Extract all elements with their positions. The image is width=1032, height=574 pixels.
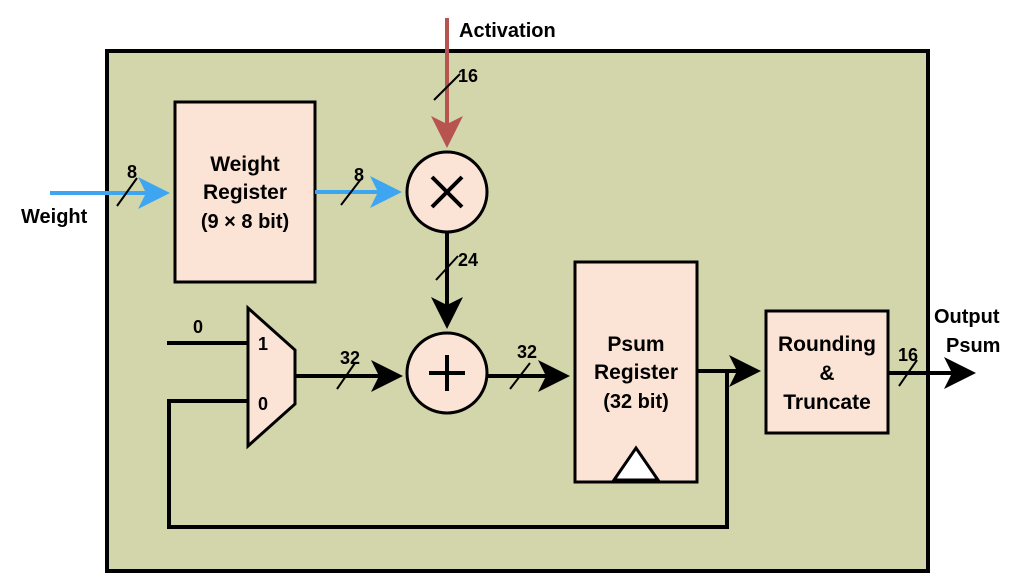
psum-register-line1: Psum — [607, 333, 664, 356]
weight-to-mult-bus-slash — [340, 178, 362, 206]
activation-label: Activation — [459, 20, 556, 42]
mult-to-add-bus-slash — [435, 255, 459, 281]
rounding-truncate-box — [764, 309, 890, 435]
weight-register-line1: Weight — [210, 153, 280, 176]
mult-out-width-label: 24 — [458, 250, 478, 270]
psum-register-line3: (32 bit) — [603, 391, 669, 413]
multiply-x-stroke-b — [430, 175, 464, 209]
clock-triangle-icon — [611, 445, 661, 482]
adder-out-width-label: 32 — [517, 342, 537, 362]
activation-width-label: 16 — [458, 66, 478, 86]
psum-register-box — [573, 260, 699, 484]
output-bus-slash — [898, 359, 918, 387]
weight-input-bus-slash — [116, 177, 138, 207]
weight-register-line2: Register — [203, 181, 287, 204]
mux-input-1-label: 1 — [258, 334, 268, 354]
rounding-line3: Truncate — [783, 391, 871, 414]
mux-input-0-label: 0 — [258, 394, 268, 414]
output-label-line2: Psum — [946, 335, 1000, 357]
weight-label: Weight — [21, 206, 88, 228]
weight-register-box — [173, 100, 317, 284]
weight-input-width-label: 8 — [127, 162, 137, 182]
add-to-psum-bus-slash — [509, 362, 531, 390]
psum-register-line2: Register — [594, 361, 678, 384]
rounding-line2: & — [819, 362, 834, 385]
rounding-line1: Rounding — [778, 333, 876, 356]
mux-out-width-label: 32 — [340, 348, 360, 368]
feedback-loop-wire — [167, 371, 729, 529]
mux-to-add-bus-slash — [336, 362, 356, 390]
weight-register-line3: (9 × 8 bit) — [201, 211, 289, 233]
output-label-line1: Output — [934, 306, 1000, 328]
output-width-label: 16 — [898, 345, 918, 365]
activation-bus-slash — [433, 73, 461, 101]
constant-zero-label: 0 — [193, 317, 203, 337]
weight-to-mult-width-label: 8 — [354, 165, 364, 185]
